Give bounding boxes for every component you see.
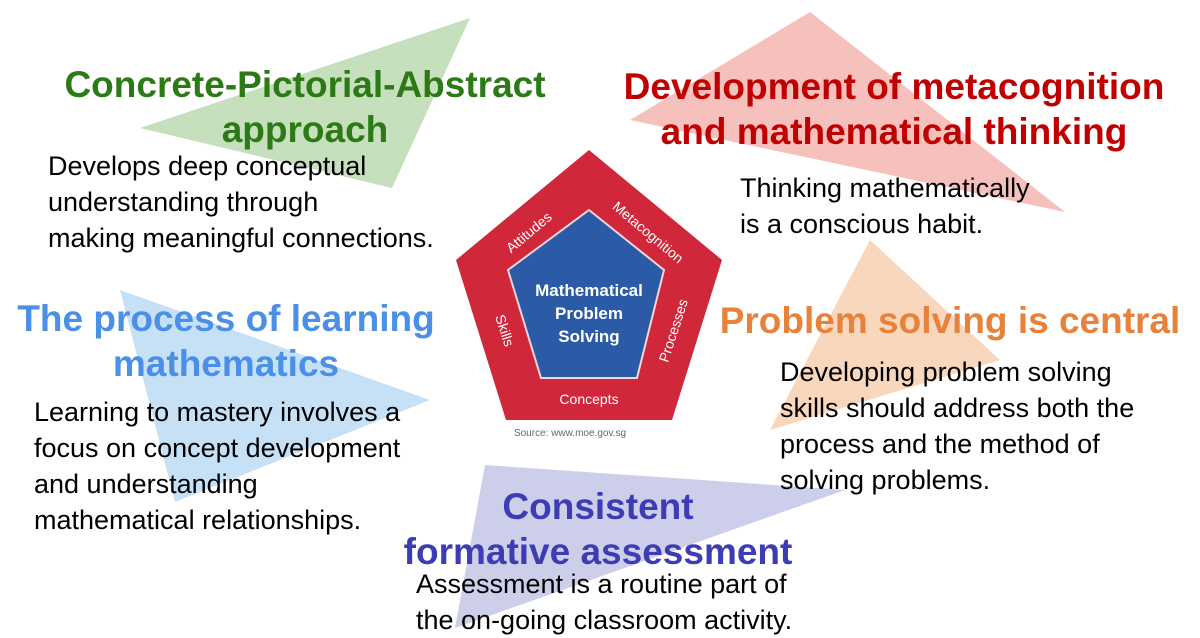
process-title-line: mathematics — [112, 343, 340, 384]
metacognition-title-line: Development of metacognition — [623, 66, 1165, 107]
pentagon-side-concepts: Concepts — [559, 391, 618, 407]
cpa-description: Develops deep conceptual understanding t… — [48, 148, 434, 256]
process-body-line: Learning to mastery involves a — [34, 397, 401, 427]
assessment-body-line: Assessment is a routine part of — [416, 569, 787, 599]
pentagon-source: Source: www.moe.gov.sg — [514, 428, 626, 439]
process-body-line: mathematical relationships. — [34, 505, 362, 535]
problem-solving-body-line: skills should address both the — [780, 393, 1135, 423]
process-body-line: and understanding — [34, 469, 258, 499]
cpa-title-line: approach — [221, 109, 389, 150]
metacognition-body-line: Thinking mathematically — [740, 173, 1030, 203]
purple-arrow-triangle — [455, 465, 845, 628]
assessment-body-line: the on-going classroom activity. — [416, 605, 793, 635]
problem-solving-description: Developing problem solving skills should… — [780, 354, 1134, 498]
cpa-title-line: Concrete-Pictorial-Abstract — [64, 64, 546, 105]
metacognition-title: Development of metacognition and mathema… — [598, 64, 1190, 154]
process-title: The process of learning mathematics — [0, 296, 452, 386]
pentagon-center-line-3: Solving — [558, 327, 619, 346]
orange-arrow-triangle — [770, 240, 1000, 430]
problem-solving-title: Problem solving is central — [700, 298, 1200, 343]
problem-solving-body-line: process and the method of — [780, 429, 1100, 459]
pentagon-inner — [506, 208, 666, 379]
red-arrow-triangle — [630, 12, 1065, 212]
mathematics-framework-pentagon: Mathematical Problem Solving Attitudes M… — [456, 150, 722, 439]
problem-solving-body-line: Developing problem solving — [780, 357, 1112, 387]
cpa-body-line: understanding through — [48, 187, 319, 217]
metacognition-title-line: and mathematical thinking — [660, 111, 1128, 152]
cpa-body-line: Develops deep conceptual — [48, 151, 367, 181]
pentagon-center-line-1: Mathematical — [535, 281, 643, 300]
assessment-title-line: Consistent — [502, 486, 694, 527]
cpa-title: Concrete-Pictorial-Abstract approach — [40, 62, 570, 152]
green-arrow-triangle — [140, 18, 470, 188]
metacognition-description: Thinking mathematically is a conscious h… — [740, 170, 1030, 242]
problem-solving-title-line: Problem solving is central — [719, 300, 1181, 341]
process-body-line: focus on concept development — [34, 433, 401, 463]
assessment-title: Consistent formative assessment — [380, 484, 816, 574]
process-description: Learning to mastery involves a focus on … — [34, 394, 400, 538]
cpa-body-line: making meaningful connections. — [48, 223, 434, 253]
metacognition-body-line: is a conscious habit. — [740, 209, 984, 239]
assessment-title-line: formative assessment — [403, 531, 793, 572]
process-title-line: The process of learning — [17, 298, 435, 339]
problem-solving-body-line: solving problems. — [780, 465, 991, 495]
pentagon-center-line-2: Problem — [555, 304, 623, 323]
blue-arrow-triangle — [120, 290, 430, 502]
assessment-description: Assessment is a routine part of the on-g… — [416, 566, 792, 638]
